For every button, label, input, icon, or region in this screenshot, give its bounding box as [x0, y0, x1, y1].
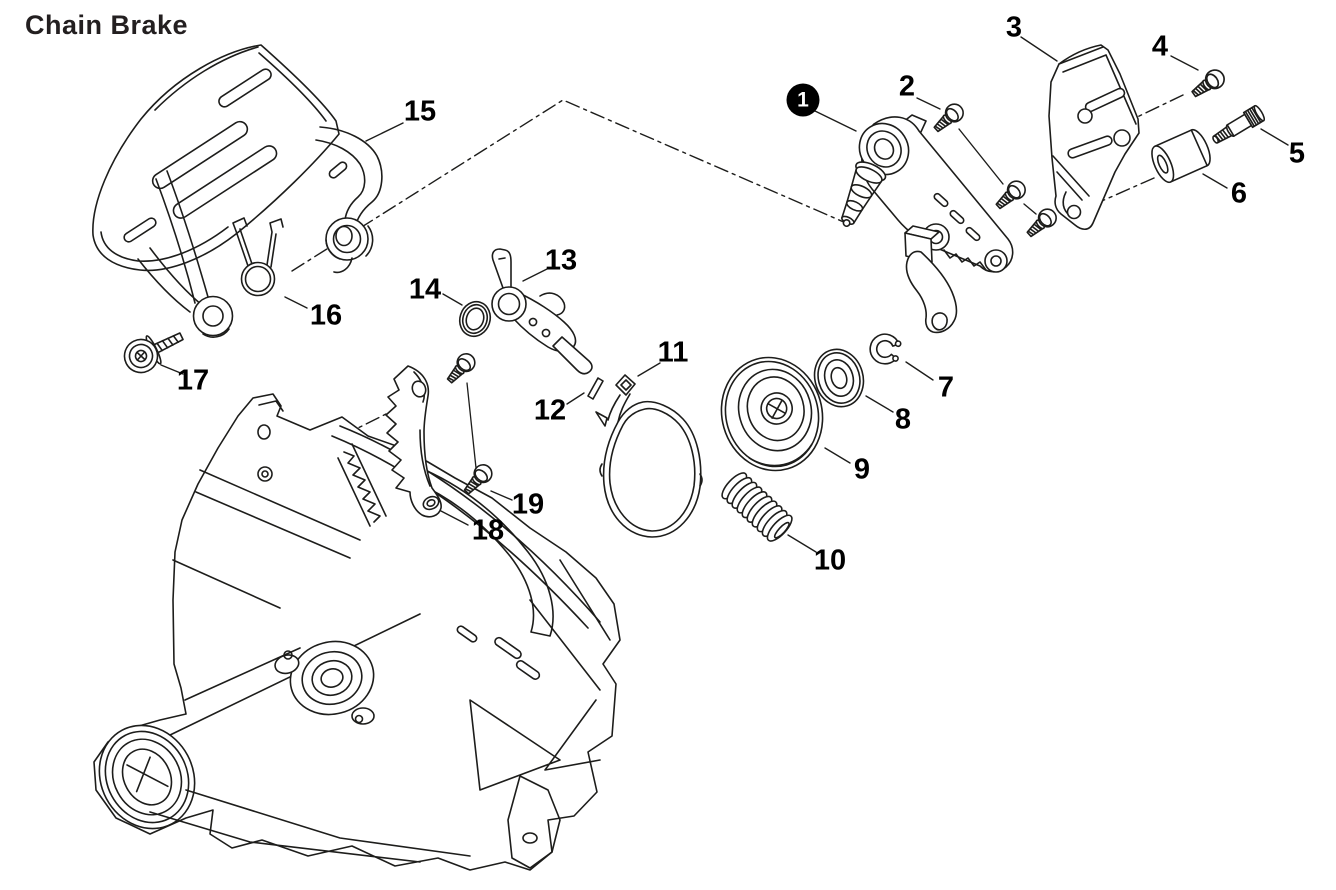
callout-13: 13 — [544, 244, 578, 277]
part-8-washer-drawing — [813, 348, 865, 408]
part-13-brake-lever-drawing — [491, 248, 593, 375]
part-19-screws-drawing — [442, 349, 497, 499]
part-12-pin-drawing — [587, 377, 604, 400]
part-14-bushing-drawing — [458, 300, 492, 338]
part-11-brake-band-drawing — [595, 374, 703, 538]
part-4-screw-drawing — [1187, 65, 1229, 103]
part-17-bolt-drawing — [123, 332, 184, 374]
part-9-clutch-drum-drawing — [720, 356, 824, 472]
part-16-spring-clip-drawing — [232, 217, 284, 297]
part-10-spring-drawing — [721, 472, 793, 542]
part-7-e-clip-drawing — [869, 333, 902, 365]
callout-10: 10 — [813, 544, 847, 577]
callout-3: 3 — [1005, 11, 1023, 44]
callout-2: 2 — [898, 70, 916, 103]
part-5-shoulder-bolt-drawing — [1212, 104, 1266, 144]
callout-5: 5 — [1288, 137, 1306, 170]
part-15-hand-guard-drawing — [92, 44, 383, 338]
part-18-spiked-bumper-drawing — [385, 365, 442, 518]
part-6-roller-drawing — [1151, 128, 1211, 184]
callout-14: 14 — [408, 273, 442, 306]
callout-leader-lines — [160, 36, 1289, 553]
callout-9: 9 — [853, 453, 871, 486]
callout-6: 6 — [1230, 177, 1248, 210]
crankcase-housing-drawing — [93, 393, 621, 871]
callout-1-badge: 1 — [786, 83, 820, 117]
callout-11: 11 — [657, 336, 689, 369]
part-1-chain-brake-assembly-drawing — [841, 114, 1014, 334]
part-3-guide-plate-drawing — [1048, 44, 1140, 231]
callout-12: 12 — [533, 394, 567, 427]
callout-19: 19 — [511, 488, 545, 521]
page-title: Chain Brake — [25, 10, 189, 40]
callout-4: 4 — [1151, 30, 1169, 63]
callout-15: 15 — [403, 95, 437, 128]
callout-18: 18 — [471, 514, 505, 547]
callout-17: 17 — [176, 364, 210, 397]
callout-16: 16 — [309, 299, 343, 332]
callout-7: 7 — [937, 371, 955, 404]
callout-8: 8 — [894, 403, 912, 436]
